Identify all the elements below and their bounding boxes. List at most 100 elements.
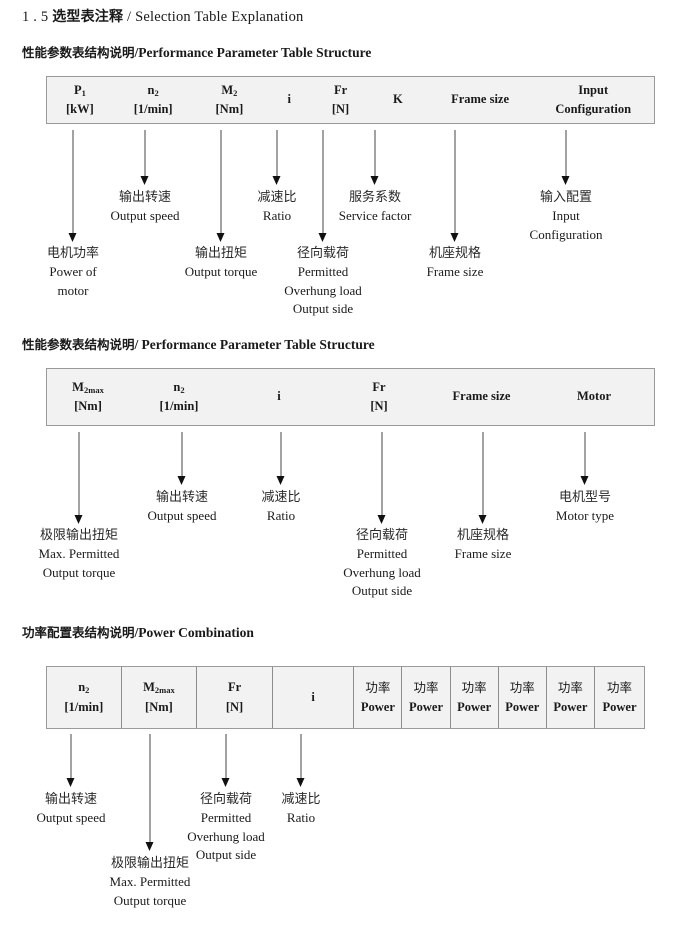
annotation2-frame-size: 机座规格 Frame size	[455, 527, 512, 564]
table-header-cell: Fr [N]	[329, 369, 429, 425]
table-header-cell-line2: [Nm]	[74, 399, 102, 413]
arrow-power	[68, 130, 78, 242]
table-header-cell: Frame size	[429, 369, 534, 425]
annotation3-overhung-load-en-3: Output side	[195, 847, 257, 863]
annotation-output-speed-cn: 输出转速	[118, 190, 171, 205]
arrow-output-speed	[140, 130, 150, 185]
annotation-output-speed: 输出转速 Output speed	[111, 189, 180, 226]
annotation-overhung-load-en-3: Output side	[292, 301, 354, 317]
arrow-input-configuration	[561, 130, 571, 185]
table-header-cell-line1: Motor	[576, 389, 611, 404]
section-heading-3: 功率配置表结构说明/Power Combination	[22, 622, 254, 641]
arrow2-frame-size	[478, 432, 488, 524]
annotation3-max-output-torque-en-1: Max. Permitted	[109, 874, 191, 890]
section-heading-3-sep: /	[134, 625, 139, 640]
annotation3-overhung-load-en-2: Overhung load	[187, 828, 265, 844]
table-header-cell-line2: Power	[457, 700, 492, 714]
table-header-cell-line1: Fr	[372, 379, 386, 394]
table-header-cell-line1: M2max	[72, 379, 104, 395]
arrow2-overhung-load	[377, 432, 387, 524]
annotation-service-factor-cn: 服务系数	[348, 190, 402, 205]
annotation-output-torque-cn: 输出扭矩	[194, 246, 248, 261]
page-title-number: 1 . 5	[22, 9, 49, 25]
annotation2-overhung-load-en-3: Output side	[351, 583, 413, 599]
annotation2-max-output-torque-cn: 极限输出扭矩	[39, 528, 119, 543]
annotation-input-configuration-cn: 输入配置	[539, 190, 592, 205]
arrow-overhung-load	[318, 130, 328, 242]
table-header-cell-line1: Fr	[333, 82, 348, 97]
table-header-cell-line1: n2	[78, 680, 90, 696]
table-header-cell-line1: i	[311, 689, 315, 704]
annotation-output-torque-en-1: Output torque	[184, 264, 258, 280]
page-title-cn: 选型表注释	[52, 9, 124, 25]
table-header-cell: Motor	[534, 369, 654, 425]
table-header-cell: i	[271, 667, 353, 728]
table-header-cell-line1: 功率	[557, 679, 583, 695]
table-header-cell-line2: [1/min]	[133, 102, 173, 116]
annotation3-max-output-torque-en-2: Output torque	[113, 892, 187, 908]
table-header-cell-line1: Fr	[227, 680, 242, 695]
table-header-cell-line2: Power	[505, 700, 540, 714]
annotation2-overhung-load: 径向载荷 Permitted Overhung load Output side	[343, 527, 421, 601]
annotation3-overhung-load: 径向载荷 Permitted Overhung load Output side	[187, 791, 265, 865]
annotation3-overhung-load-cn: 径向载荷	[199, 792, 252, 807]
table-header-cell-line2: Power	[360, 700, 395, 714]
arrow-frame-size	[450, 130, 460, 242]
table-header-cell-line1: 功率	[509, 679, 535, 695]
annotation3-output-speed: 输出转速 Output speed	[37, 791, 106, 828]
table-header-cell: i	[265, 77, 313, 123]
annotation-input-configuration-en-1: Input	[552, 208, 580, 224]
table-header-cell: P1[kW]	[47, 77, 113, 123]
annotation2-ratio-en-1: Ratio	[266, 508, 296, 524]
table-header-cell-line1: 功率	[461, 679, 487, 695]
annotation-overhung-load-en-2: Overhung load	[284, 282, 362, 298]
annotation2-output-speed-en-1: Output speed	[147, 508, 217, 524]
section-heading-2-en: Performance Parameter Table Structure	[141, 337, 375, 352]
arrow2-max-output-torque	[74, 432, 84, 524]
table-header-cell-line1: Input	[578, 82, 609, 97]
table-header-cell-line2: Power	[553, 700, 588, 714]
table-header-cell-line2: [N]	[225, 699, 244, 714]
table-header-cell: Fr [N]	[196, 667, 272, 728]
annotation-overhung-load-cn: 径向载荷	[296, 246, 349, 261]
arrow2-output-speed	[177, 432, 187, 485]
table-header-cell-line1: K	[392, 92, 403, 107]
section-heading-1-en: Performance Parameter Table Structure	[138, 45, 372, 60]
page-title-separator: /	[127, 9, 132, 25]
table-header-cell: M2max [Nm]	[47, 369, 129, 425]
annotation2-max-output-torque: 极限输出扭矩 Max. Permitted Output torque	[39, 527, 120, 582]
section-heading-1-cn: 性能参数表结构说明	[22, 45, 135, 60]
annotation2-frame-size-en-1: Frame size	[454, 546, 512, 562]
annotation2-motor-type: 电机型号 Motor type	[556, 489, 614, 526]
arrow2-motor-type	[580, 432, 590, 485]
arrow2-ratio	[276, 432, 286, 485]
annotation2-max-output-torque-en-1: Max. Permitted	[38, 546, 120, 562]
annotation-ratio-en-1: Ratio	[262, 208, 292, 224]
table-header-cell: Fr[N]	[313, 77, 368, 123]
section-heading-2: 性能参数表结构说明/ Performance Parameter Table S…	[22, 334, 375, 353]
table-header-cell-line1: M2	[221, 82, 238, 98]
annotation3-output-speed-cn: 输出转速	[44, 792, 97, 807]
annotation2-motor-type-cn: 电机型号	[558, 490, 612, 505]
table-header-cell-line2: [N]	[370, 399, 388, 413]
table-header-cell: n2[1/min]	[129, 369, 229, 425]
annotation-output-torque: 输出扭矩 Output torque	[185, 245, 258, 282]
table-header-cell: n2[1/min]	[47, 667, 121, 728]
arrow3-ratio	[296, 734, 306, 787]
table-header-cell-line2: [1/min]	[159, 399, 199, 413]
annotation2-output-speed: 输出转速 Output speed	[148, 489, 217, 526]
arrow3-output-speed	[66, 734, 76, 787]
table-header-cell-line1: Frame size	[451, 92, 510, 107]
arrow-service-factor	[370, 130, 380, 185]
section-heading-2-sep: /	[134, 337, 139, 352]
annotation2-ratio-cn: 减速比	[261, 490, 301, 505]
table-header-cell: K	[368, 77, 428, 123]
annotation3-max-output-torque: 极限输出扭矩 Max. Permitted Output torque	[110, 855, 191, 910]
annotation-overhung-load-en-1: Permitted	[297, 264, 349, 280]
annotation3-ratio-en-1: Ratio	[286, 810, 316, 826]
annotation-input-configuration: 输入配置 Input Configuration	[530, 189, 603, 244]
